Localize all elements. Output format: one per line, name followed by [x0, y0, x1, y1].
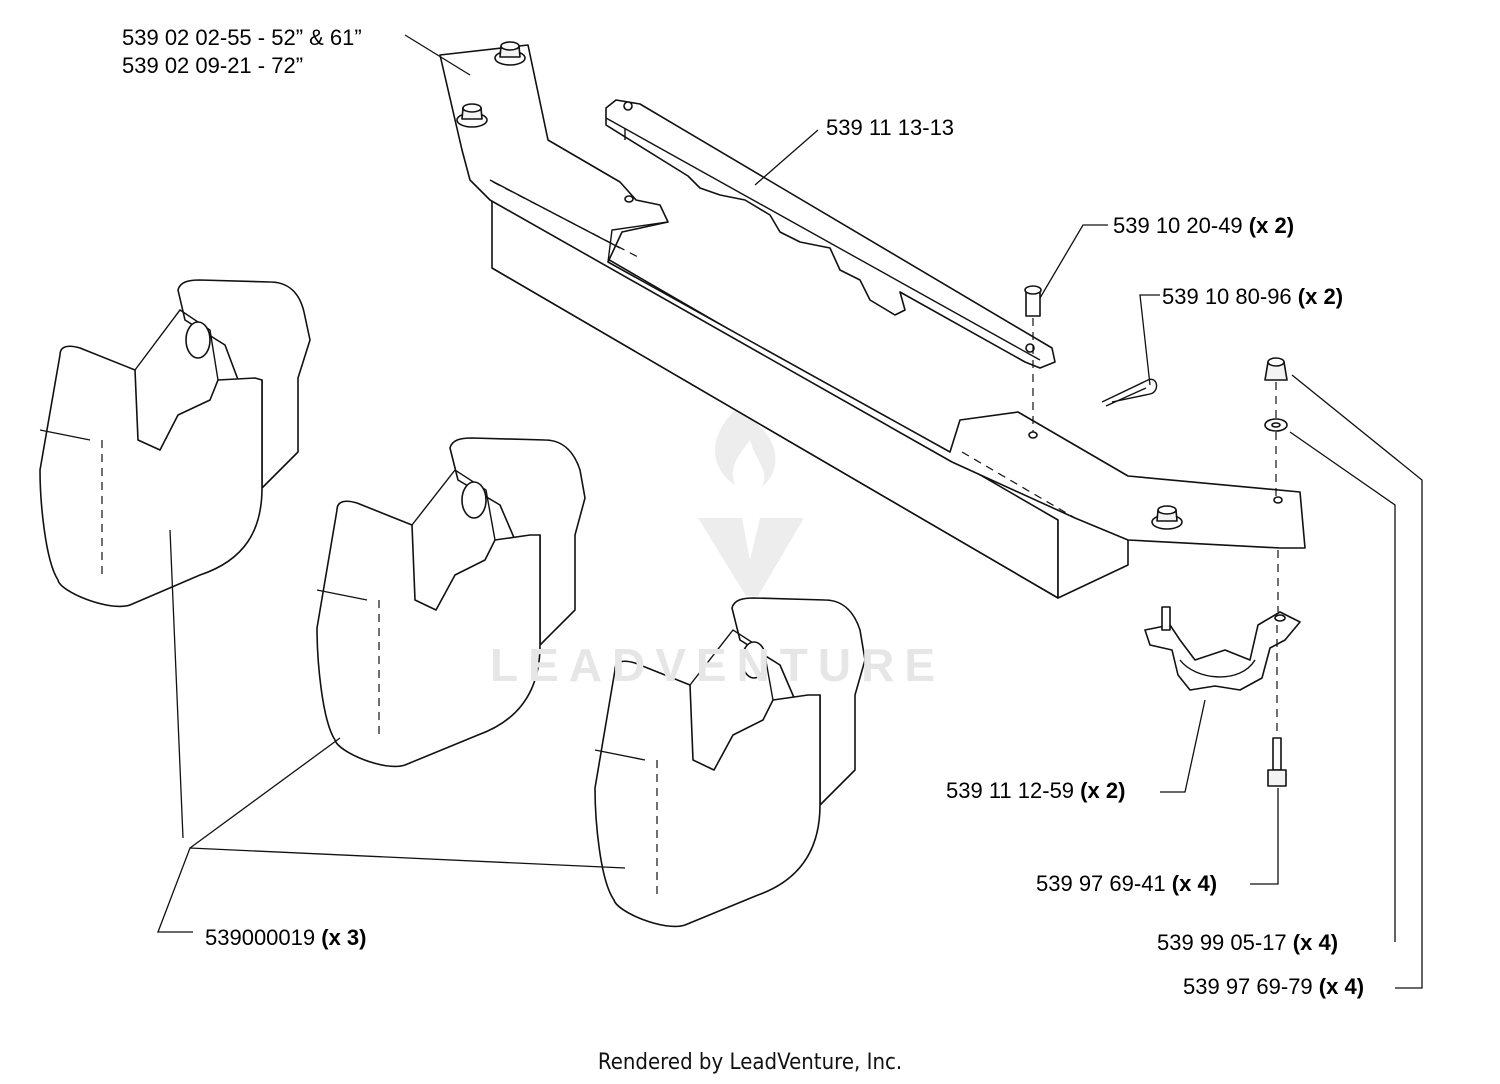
weight-holder-icon [1144, 606, 1301, 691]
part-number: 539 10 20-49 [1113, 213, 1243, 238]
label-bracket-72: 539 02 09-21 - 72” [122, 53, 304, 78]
label-bolt: 539 97 69-41 (x 4) [1036, 871, 1217, 897]
suitcase-weight-2 [316, 437, 586, 768]
leader-lines [157, 34, 1423, 989]
bracket-frame [439, 41, 1306, 599]
watermark-logo [698, 410, 804, 596]
quantity: (x 4) [1171, 871, 1218, 896]
suitcase-weight-3 [594, 597, 866, 928]
footer-credit: Rendered by LeadVenture, Inc. [597, 1050, 903, 1075]
hex-nut-icon [1264, 357, 1288, 381]
suitcase-weight-1 [39, 279, 311, 608]
label-weight-bar: 539 11 13-13 [826, 115, 955, 140]
part-number: 539 10 80-96 [1162, 284, 1292, 309]
label-clevis-pin: 539 10 20-49 (x 2) [1113, 213, 1294, 239]
flange-nut-icon [456, 103, 488, 128]
part-number: 539 11 12-59 [946, 778, 1075, 803]
label-suitcase-weight: 539000019 (x 3) [205, 925, 367, 951]
quantity: (x 4) [1318, 974, 1365, 999]
label-bracket-52-61: 539 02 02-55 - 52” & 61” [122, 25, 362, 50]
quantity: (x 4) [1292, 930, 1339, 955]
label-nut: 539 97 69-79 (x 4) [1183, 974, 1364, 1000]
part-number: 539 99 05-17 [1157, 930, 1287, 955]
flange-nut-icon [494, 41, 526, 66]
hair-pin-clip-icon [1101, 378, 1158, 407]
quantity: (x 2) [1248, 213, 1295, 238]
watermark-text: LEADVENTURE [490, 639, 946, 691]
part-number: 539 97 69-41 [1036, 871, 1166, 896]
part-number: 539 97 69-79 [1183, 974, 1313, 999]
quantity: (x 2) [1080, 778, 1126, 803]
label-washer: 539 99 05-17 (x 4) [1157, 930, 1338, 956]
quantity: (x 3) [321, 925, 367, 950]
quantity: (x 2) [1297, 284, 1344, 309]
weight-bar [605, 99, 1056, 369]
label-weight-holder: 539 11 12-59 (x 2) [946, 778, 1125, 804]
bolt-icon [1267, 737, 1287, 787]
flange-nut-icon [1151, 505, 1183, 530]
part-number: 539000019 [205, 925, 316, 950]
label-hair-pin-clip: 539 10 80-96 (x 2) [1162, 284, 1343, 310]
clevis-pin-icon [1024, 285, 1042, 317]
washer-icon [1264, 418, 1288, 432]
